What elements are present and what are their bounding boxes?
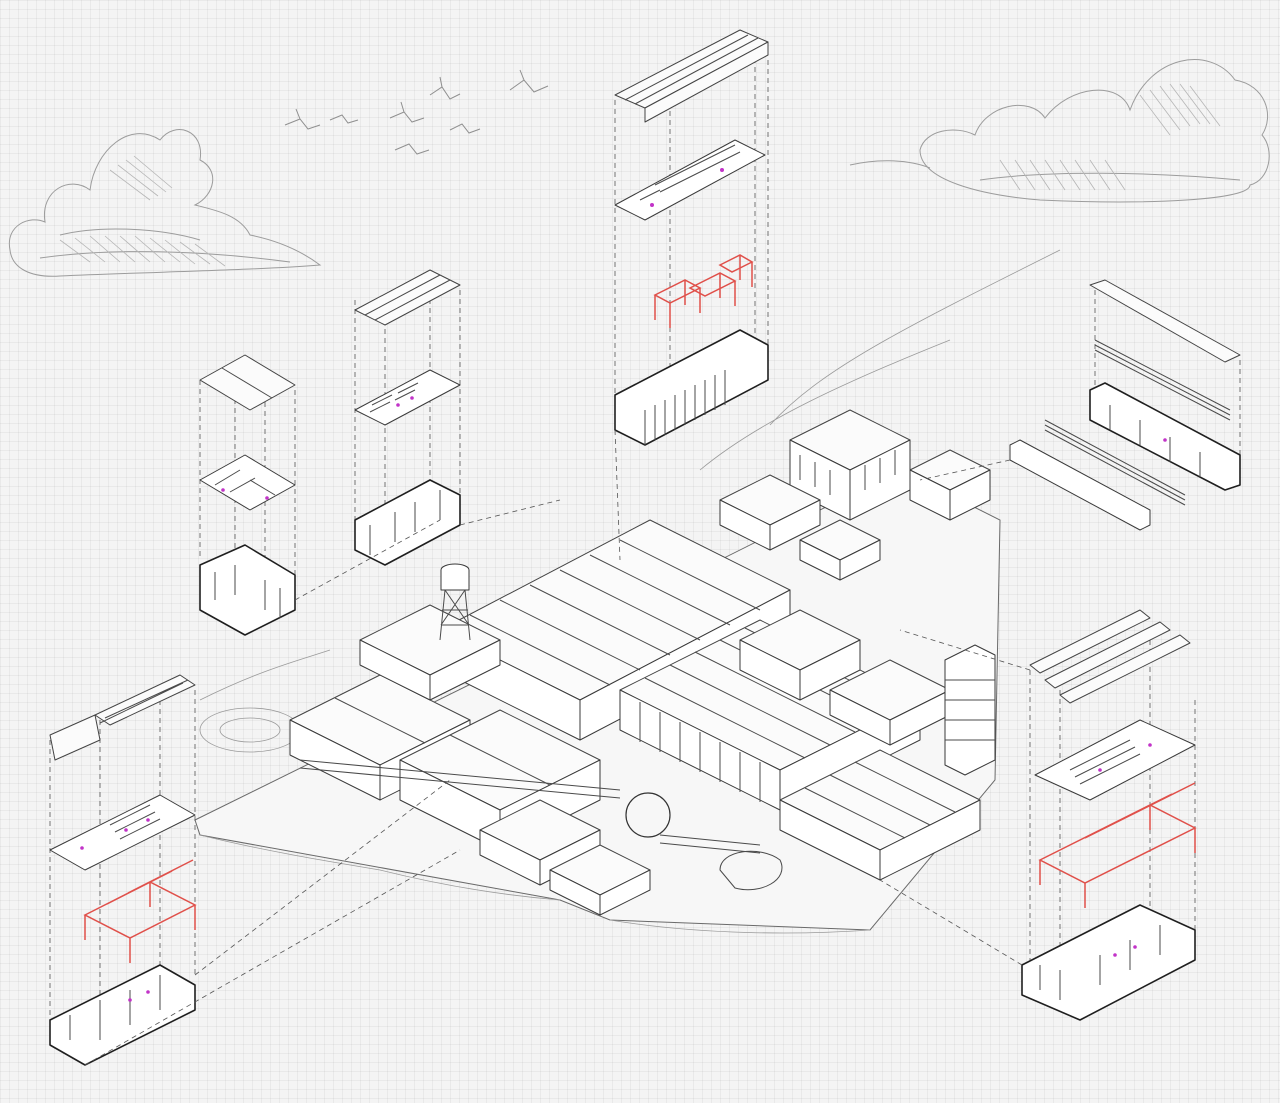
assembly-bottom-left — [49, 674, 197, 1066]
assembly-mid-left — [354, 269, 461, 566]
assembly-left-upper — [199, 354, 296, 636]
cloud-left — [8, 129, 322, 277]
cloud-right — [849, 59, 1270, 203]
assembly-right-lower — [1021, 609, 1197, 1021]
birds-flock — [284, 69, 549, 155]
water-tower — [439, 563, 471, 641]
campus-buildings — [289, 409, 996, 916]
assembly-right-upper — [1009, 279, 1241, 531]
context-lines — [199, 249, 1061, 701]
assembly-top-center — [614, 29, 769, 446]
connector-lines — [84, 429, 1031, 1066]
circular-plaza — [625, 792, 671, 838]
